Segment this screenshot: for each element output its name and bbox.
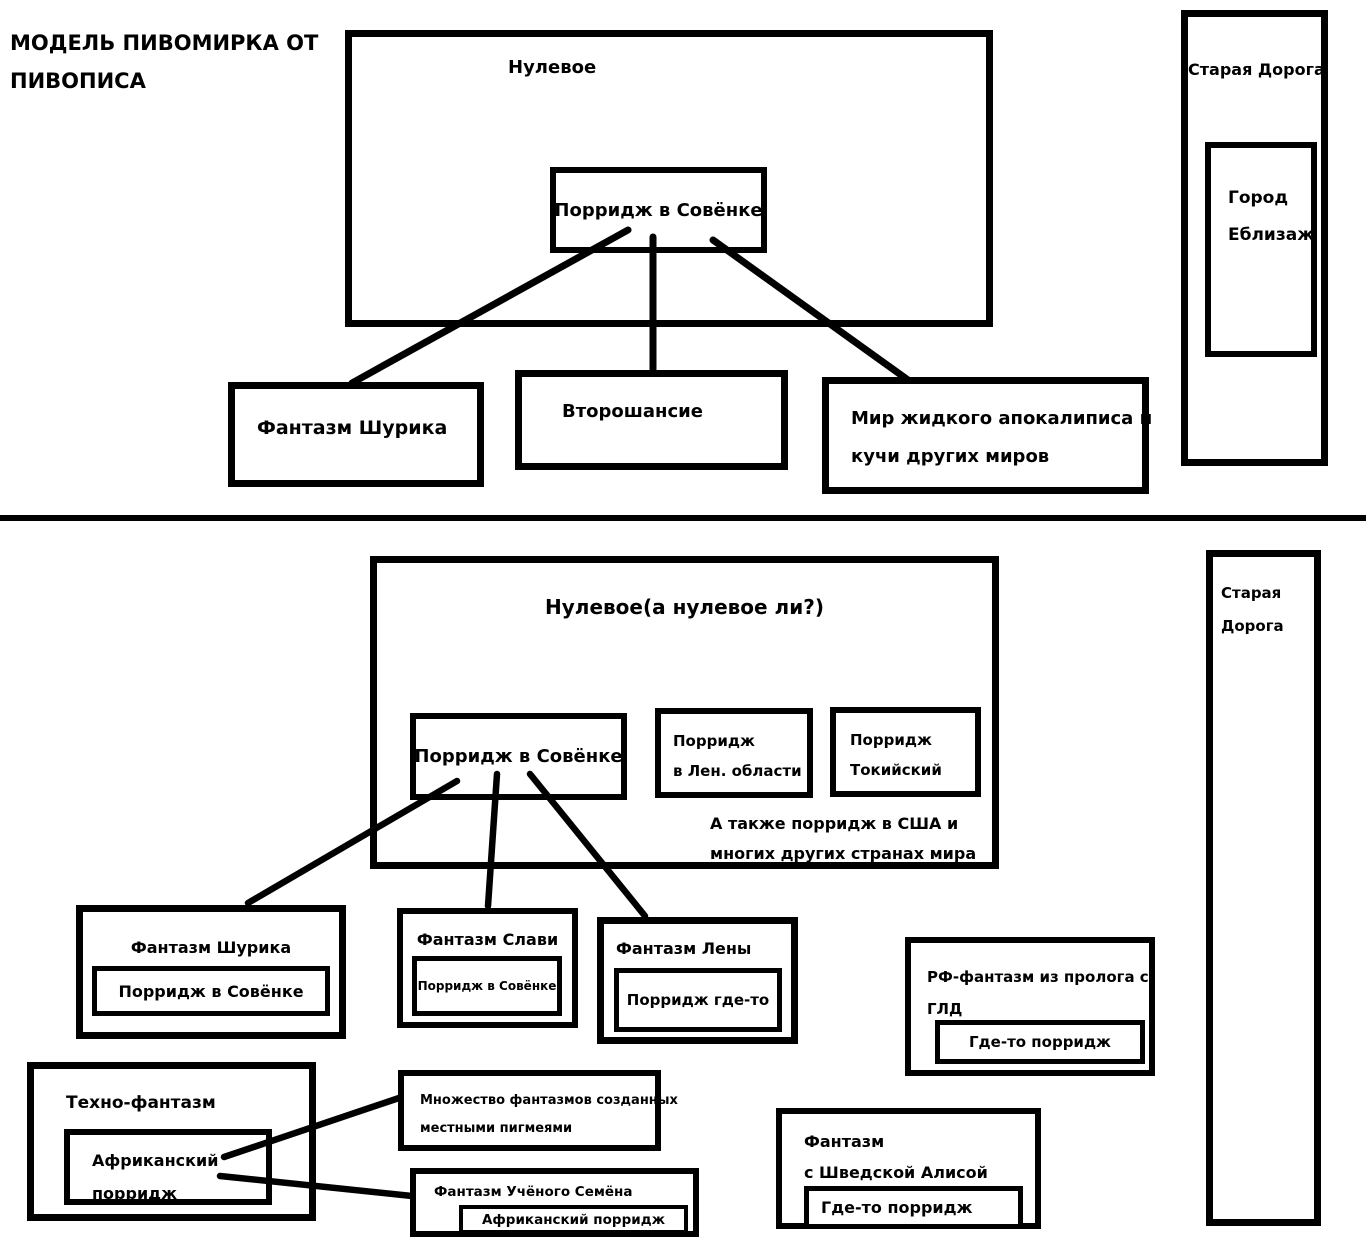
bottom-nulevoe-label: Нулевое(а нулевое ли?) (545, 595, 824, 619)
gorod-eblizazh-label: Город Еблизаж (1228, 188, 1315, 245)
top-porridge-sovyonke-box: Порридж в Совёнке (550, 167, 767, 253)
fantasm-slavi-label: Фантазм Слави (416, 930, 559, 949)
pygmy-fantasms-label: Множество фантазмов созданных местными п… (420, 1093, 678, 1136)
rf-porridge-box: Где-то порридж (935, 1020, 1145, 1064)
fantasm-semyon-label: Фантазм Учёного Семёна (434, 1184, 633, 1200)
bottom-fantasm-shurika-box: Фантазм Шурика Порридж в Совёнке (76, 905, 346, 1039)
swedish-alisa-fantasm-label: Фантазм с Шведской Алисой (804, 1132, 988, 1182)
section-divider-line (0, 515, 1366, 521)
top-staraya-doroga-label: Старая Дорога (1188, 60, 1325, 79)
top-staraya-doroga-box: Старая Дорога Город Еблизаж (1181, 10, 1328, 466)
bottom-fantasm-shurika-label: Фантазм Шурика (130, 938, 292, 957)
rf-fantasm-label: РФ-фантазм из пролога с ГЛД (927, 968, 1149, 1018)
page-title: МОДЕЛЬ ПИВОМИРКА ОТ ПИВОПИСА (10, 24, 318, 100)
porridge-len-oblast-box: Порридж в Лен. области (655, 708, 813, 798)
gorod-eblizazh-box: Город Еблизаж (1205, 142, 1317, 357)
page-title-line2: ПИВОПИСА (10, 69, 146, 93)
fantasm-leny-box: Фантазм Лены Порридж где-то (597, 917, 798, 1044)
vtoroshansie-box: Второшансие (515, 370, 788, 470)
liquid-apocalypse-world-box: Мир жидкого апокалиписа и кучи других ми… (822, 377, 1153, 494)
bottom-porridge-sovyonke-box: Порридж в Совёнке (410, 713, 627, 800)
bottom-staraya-doroga-label: Старая Дорога (1221, 584, 1284, 635)
page-title-line1: МОДЕЛЬ ПИВОМИРКА ОТ (10, 31, 319, 55)
shurika-porridge-box: Порридж в Совёнке (92, 966, 330, 1016)
top-fantasm-shurika-box: Фантазм Шурика (228, 382, 484, 487)
porridge-tokyo-label: Порридж Токийский (850, 731, 942, 779)
fantasm-slavi-box: Фантазм Слави Порридж в Совёнке (397, 908, 578, 1028)
african-porridge-box: Африканский порридж (64, 1129, 272, 1205)
rf-fantasm-box: РФ-фантазм из пролога с ГЛД Где-то порри… (905, 937, 1155, 1076)
tehno-fantasm-box: Техно-фантазм Африканский порридж (27, 1062, 316, 1221)
top-fantasm-shurika-label: Фантазм Шурика (257, 417, 448, 439)
leny-porridge-box: Порридж где-то (614, 968, 782, 1032)
fantasm-semyon-box: Фантазм Учёного Семёна Африканский порри… (410, 1168, 699, 1237)
bottom-nulevoe-world-box: Нулевое(а нулевое ли?) Порридж в Совёнке… (370, 556, 999, 869)
vtoroshansie-label: Второшансие (562, 401, 703, 422)
semyon-african-porridge-box: Африканский порридж (459, 1205, 688, 1234)
pygmy-fantasms-box: Множество фантазмов созданных местными п… (398, 1070, 678, 1151)
top-nulevoe-world-box: Нулевое Порридж в Совёнке (345, 30, 993, 327)
porridge-tokyo-box: Порридж Токийский (830, 707, 981, 797)
top-porridge-sovyonke-label: Порридж в Совёнке (554, 199, 763, 221)
fantasm-leny-label: Фантазм Лены (616, 939, 752, 958)
liquid-apocalypse-world-label: Мир жидкого апокалиписа и кучи других ми… (851, 408, 1153, 467)
tehno-fantasm-label: Техно-фантазм (66, 1093, 216, 1113)
top-nulevoe-label: Нулевое (508, 57, 597, 78)
bottom-porridge-sovyonke-label: Порридж в Совёнке (414, 746, 623, 767)
swedish-alisa-fantasm-box: Фантазм с Шведской Алисой Где-то порридж (776, 1108, 1041, 1229)
african-porridge-label: Африканский порридж (92, 1151, 219, 1203)
alisa-porridge-box: Где-то порридж (804, 1186, 1023, 1229)
slavi-porridge-box: Порридж в Совёнке (412, 956, 562, 1016)
usa-note-text: А также порридж в США и многих других ст… (710, 814, 977, 863)
bottom-staraya-doroga-box: Старая Дорога (1206, 550, 1321, 1226)
porridge-len-oblast-label: Порридж в Лен. области (673, 732, 802, 780)
